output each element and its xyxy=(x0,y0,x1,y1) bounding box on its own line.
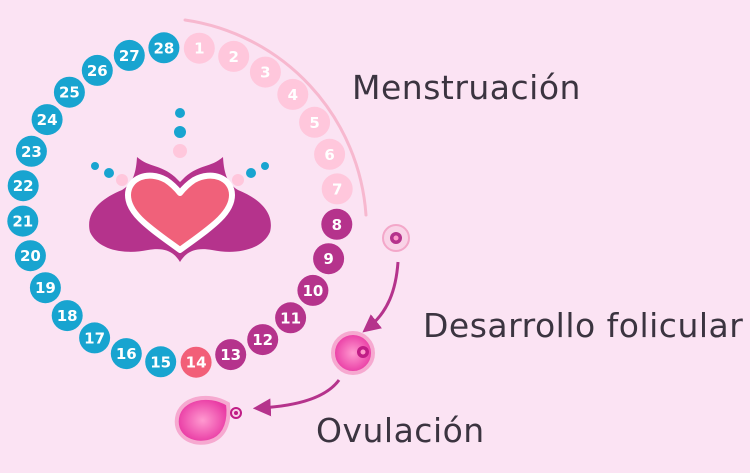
day-marker-25: 25 xyxy=(53,76,85,108)
day-circle xyxy=(247,324,279,356)
day-marker-9: 9 xyxy=(313,243,345,275)
day-marker-26: 26 xyxy=(81,54,113,86)
day-marker-5: 5 xyxy=(299,106,331,138)
day-number: 28 xyxy=(153,39,174,57)
day-circle xyxy=(249,56,281,88)
day-circle xyxy=(53,76,85,108)
day-marker-1: 1 xyxy=(183,32,215,64)
day-number: 21 xyxy=(12,213,33,231)
small-follicle-icon xyxy=(382,224,410,252)
day-number: 10 xyxy=(302,282,323,300)
day-number: 18 xyxy=(57,307,78,325)
day-circle xyxy=(29,272,61,304)
day-circle xyxy=(148,32,180,64)
day-marker-2: 2 xyxy=(218,40,250,72)
day-number: 19 xyxy=(35,279,56,297)
day-marker-12: 12 xyxy=(247,324,279,356)
day-marker-22: 22 xyxy=(7,170,39,202)
day-number: 4 xyxy=(288,86,298,104)
day-circle xyxy=(79,322,111,354)
day-marker-14: 14 xyxy=(180,346,212,378)
day-number: 6 xyxy=(324,146,334,164)
day-circle xyxy=(218,40,250,72)
day-marker-19: 19 xyxy=(29,272,61,304)
day-marker-15: 15 xyxy=(145,346,177,378)
day-circle xyxy=(313,243,345,275)
day-number: 22 xyxy=(13,177,34,195)
day-circle xyxy=(321,208,353,240)
day-number: 20 xyxy=(20,247,41,265)
arrow-to-ovulation xyxy=(252,379,341,417)
day-marker-4: 4 xyxy=(277,78,309,110)
day-circle xyxy=(215,339,247,371)
day-marker-6: 6 xyxy=(314,138,346,170)
arrow-to-mature-follicle xyxy=(362,261,400,333)
ovum-release-icon xyxy=(174,395,242,445)
day-number: 15 xyxy=(150,353,171,371)
day-circle xyxy=(14,240,46,272)
day-circle xyxy=(31,104,63,136)
menstruation-arc xyxy=(183,18,368,217)
day-marker-8: 8 xyxy=(321,208,353,240)
day-circle xyxy=(297,274,329,306)
ovulation-label: Ovulación xyxy=(316,411,485,450)
day-marker-24: 24 xyxy=(31,104,63,136)
day-number: 25 xyxy=(59,84,80,102)
day-number: 5 xyxy=(309,114,319,132)
day-marker-27: 27 xyxy=(113,39,145,71)
day-circle xyxy=(81,54,113,86)
day-circle xyxy=(15,135,47,167)
day-circle xyxy=(321,173,353,205)
day-circle xyxy=(299,106,331,138)
day-circle xyxy=(7,170,39,202)
mature-follicle-icon xyxy=(331,331,375,375)
day-number: 7 xyxy=(332,180,342,198)
day-number: 1 xyxy=(194,40,204,58)
day-circle xyxy=(110,338,142,370)
menstruation-label: Menstruación xyxy=(352,68,581,107)
day-number: 2 xyxy=(228,48,238,66)
day-number: 14 xyxy=(186,354,207,372)
day-number: 9 xyxy=(323,250,333,268)
day-marker-10: 10 xyxy=(297,274,329,306)
day-number: 24 xyxy=(37,111,58,129)
day-circle xyxy=(180,346,212,378)
day-number: 27 xyxy=(119,47,140,65)
day-number: 11 xyxy=(280,309,301,327)
day-number: 23 xyxy=(21,143,42,161)
day-number: 12 xyxy=(252,331,273,349)
day-marker-16: 16 xyxy=(110,338,142,370)
day-number: 8 xyxy=(332,216,342,234)
hands-heart-icon xyxy=(89,108,271,262)
follicular-development-label: Desarrollo folicular xyxy=(423,306,744,345)
day-marker-18: 18 xyxy=(51,300,83,332)
day-marker-11: 11 xyxy=(275,302,307,334)
day-marker-20: 20 xyxy=(14,240,46,272)
day-circle xyxy=(145,346,177,378)
day-circle xyxy=(314,138,346,170)
day-circle xyxy=(7,205,39,237)
day-number: 26 xyxy=(87,62,108,80)
day-number: 3 xyxy=(260,64,270,82)
day-marker-7: 7 xyxy=(321,173,353,205)
day-circle xyxy=(277,78,309,110)
day-number: 17 xyxy=(84,329,105,347)
day-marker-17: 17 xyxy=(79,322,111,354)
day-marker-28: 28 xyxy=(148,32,180,64)
day-marker-3: 3 xyxy=(249,56,281,88)
day-circle xyxy=(113,39,145,71)
day-circle xyxy=(51,300,83,332)
day-number: 16 xyxy=(116,345,137,363)
day-marker-23: 23 xyxy=(15,135,47,167)
day-circle xyxy=(183,32,215,64)
day-marker-13: 13 xyxy=(215,339,247,371)
day-marker-21: 21 xyxy=(7,205,39,237)
day-number: 13 xyxy=(220,346,241,364)
day-circle xyxy=(275,302,307,334)
